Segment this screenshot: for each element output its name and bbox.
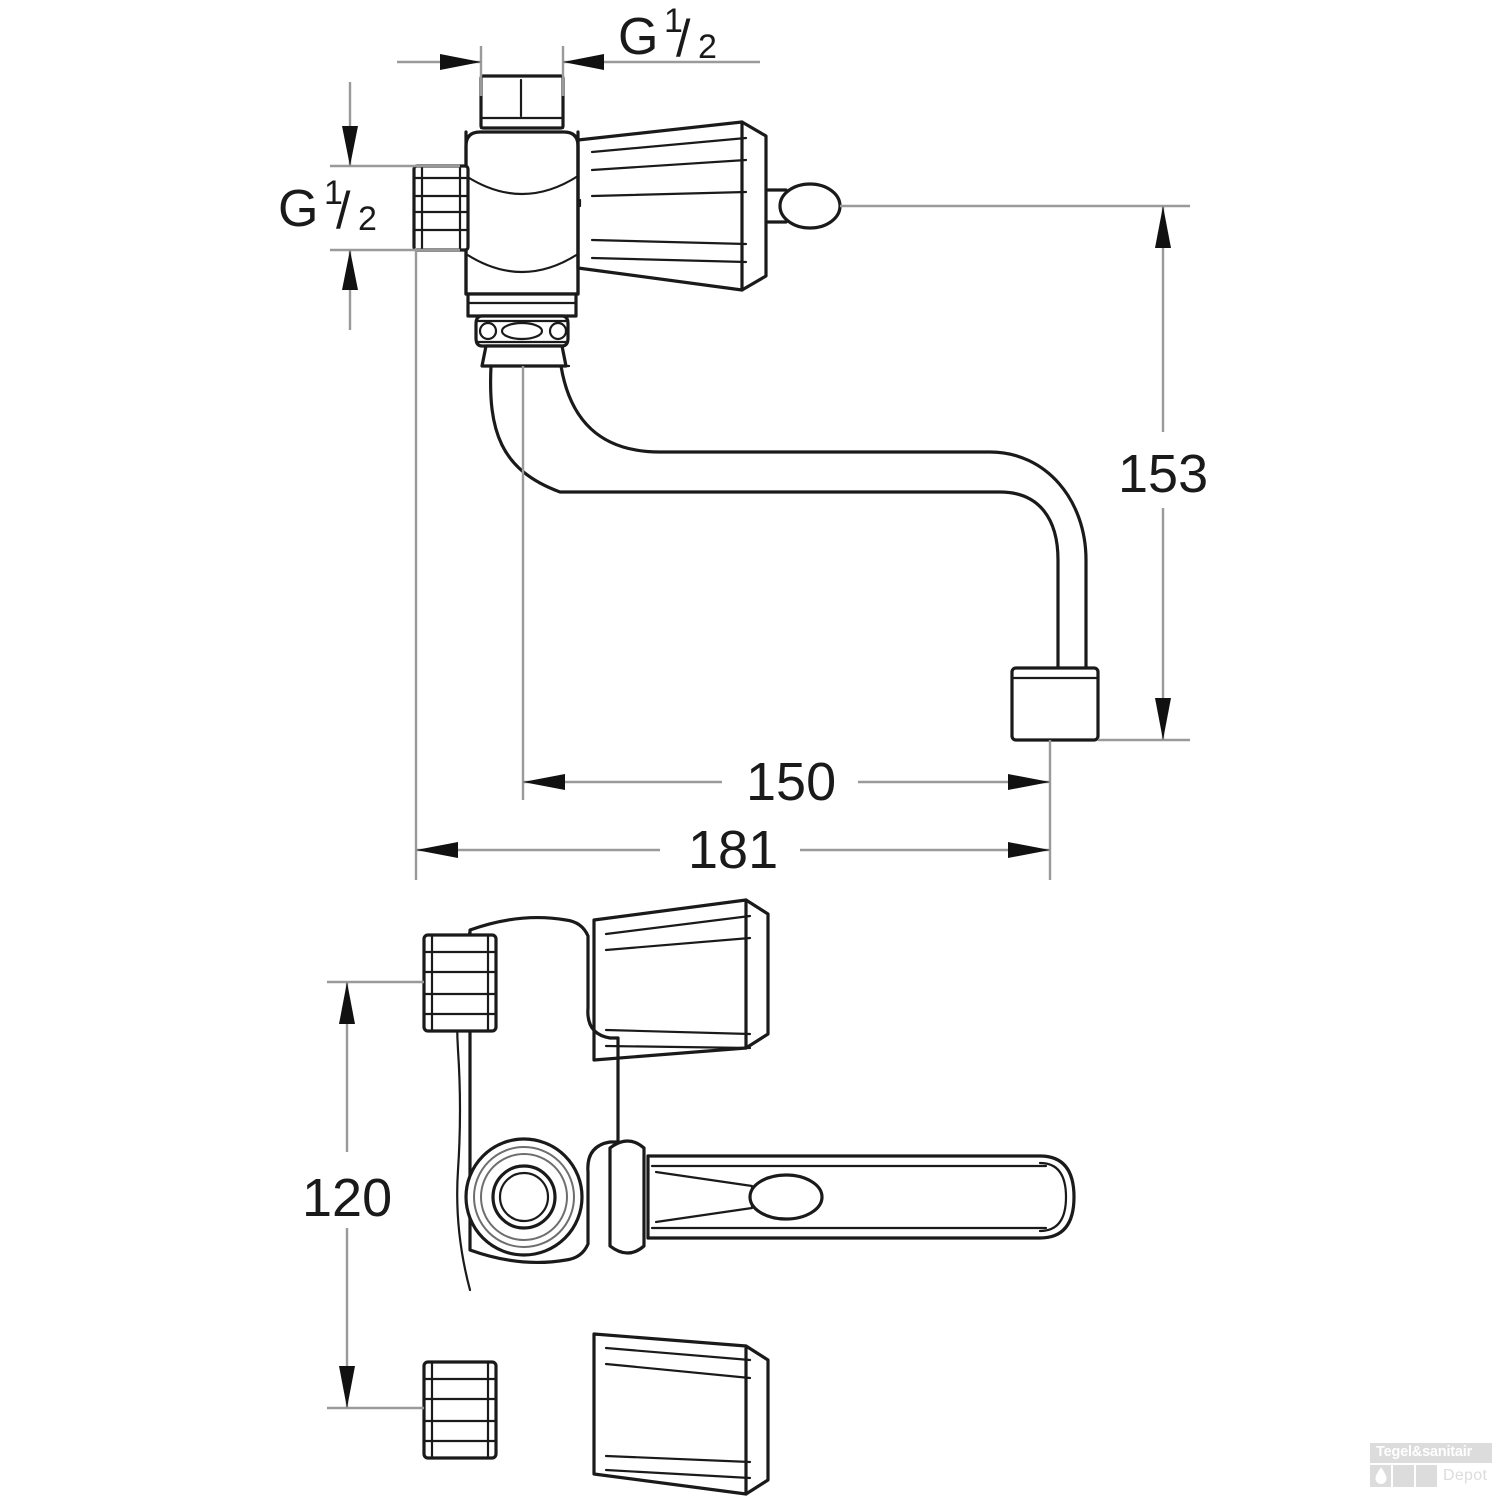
label-projection-181: 181	[688, 820, 778, 880]
inlet-nut-bottom	[422, 1360, 498, 1460]
label-left-thread-numerator: 1	[324, 174, 343, 212]
label-centres-120: 120	[302, 1168, 392, 1228]
cross-handle-lower	[592, 1332, 770, 1496]
top-inlet-connector	[479, 74, 565, 130]
left-inlet-connector	[412, 164, 470, 252]
label-height-153: 153	[1118, 444, 1208, 504]
label-left-thread-G: G	[278, 180, 318, 238]
dimension-labels: G 1 / 2 G 1 / 2 153 150 181 120	[278, 2, 1208, 1228]
watermark-brand-line: Tegel&sanitair	[1370, 1443, 1492, 1464]
front-elevation-view	[422, 898, 1076, 1496]
valve-body	[464, 130, 580, 318]
label-left-thread-denominator: 2	[358, 200, 377, 238]
cross-handle-side	[576, 120, 842, 292]
logo-square-2	[1393, 1465, 1414, 1488]
dimension-annotations-side	[330, 46, 1190, 880]
cross-handle-upper	[592, 898, 770, 1062]
label-top-thread-G: G	[618, 8, 658, 66]
inlet-nut-top	[422, 933, 498, 1033]
swivel-spout	[488, 364, 1100, 800]
label-top-thread-denominator: 2	[698, 28, 717, 66]
watermark-logo: Tegel&sanitair Depot	[1370, 1443, 1492, 1493]
watermark-bottom-row: Depot	[1370, 1465, 1492, 1488]
spout-front-view	[608, 1139, 1076, 1255]
water-drop-glyph	[1375, 1467, 1386, 1485]
label-top-thread-slash: /	[676, 10, 691, 68]
label-top-thread-numerator: 1	[664, 2, 683, 40]
logo-square-3	[1416, 1465, 1437, 1488]
water-drop-icon	[1370, 1465, 1391, 1488]
label-projection-150: 150	[746, 752, 836, 812]
side-elevation-view	[464, 74, 1100, 800]
label-left-thread-slash: /	[336, 182, 351, 240]
spout-swivel-collar	[474, 314, 571, 368]
watermark-depot-line: Depot	[1443, 1467, 1488, 1485]
wall-rosette	[464, 1137, 584, 1257]
dimension-annotations-front	[327, 980, 424, 1410]
